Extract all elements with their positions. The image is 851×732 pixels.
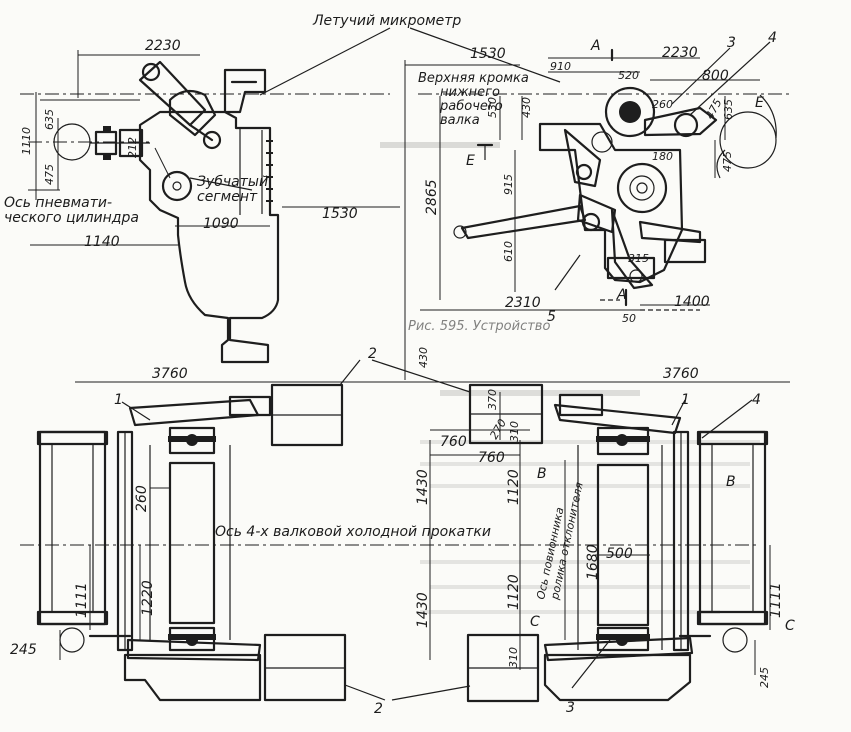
dim-800: 800 (702, 68, 729, 84)
dim-270: 270 (487, 417, 509, 442)
section-B-right: B (726, 474, 736, 490)
dim-2230-left: 2230 (145, 38, 181, 54)
dim-2310: 2310 (505, 295, 541, 311)
dim-1120-lower: 1120 (506, 574, 522, 610)
dim-610: 610 (502, 241, 515, 262)
roll-edge-label-4: валка (440, 113, 480, 128)
bottom-plan-view (20, 383, 769, 703)
flying-micrometer-label: Летучий микрометр (312, 13, 461, 29)
ref-3-bottom: 3 (566, 700, 575, 716)
dim-2865: 2865 (424, 179, 440, 215)
dim-430-top: 430 (520, 97, 533, 118)
ref-2-top: 2 (368, 346, 377, 362)
pneumatic-axis-label-2: ческого цилиндра (4, 210, 139, 226)
ref-3-top: 3 (727, 35, 736, 51)
ref-2-bottom: 2 (374, 701, 383, 717)
dim-212: 212 (126, 137, 139, 158)
dim-1430-lower: 1430 (415, 592, 431, 628)
dim-1400: 1400 (674, 294, 710, 310)
dim-1430-upper: 1430 (415, 469, 431, 505)
dim-260-top: 260 (652, 98, 673, 111)
dim-310: 310 (508, 421, 521, 442)
dim-760-a: 760 (440, 434, 467, 450)
dim-520: 520 (618, 69, 639, 82)
gear-segment-label-2: сегмент (197, 189, 258, 205)
section-A-bottom: A (616, 287, 627, 303)
dimension-lines (28, 50, 790, 675)
dim-260-bottom: 260 (134, 485, 150, 512)
dimension-texts: 2230 1110 635 475 212 1530 1090 1140 153… (10, 38, 784, 688)
section-C-left: C (530, 614, 540, 630)
ref-5: 5 (547, 309, 556, 325)
dim-1090: 1090 (203, 216, 239, 232)
roll-axis-label: Ось 4-х валковой холодной прокатки (215, 524, 491, 540)
section-B-left: B (537, 466, 547, 482)
dim-1530-mid: 1530 (322, 206, 358, 222)
dim-1140: 1140 (84, 234, 120, 250)
dim-635-right: 635 (722, 99, 735, 120)
figure-caption: Рис. 595. Устройство (408, 319, 550, 334)
dim-50: 50 (622, 312, 636, 325)
roll-edge-label-2: нижнего (440, 85, 500, 100)
ref-1-left: 1 (114, 392, 123, 408)
ref-4-right: 4 (752, 392, 761, 408)
dim-1680: 1680 (585, 544, 601, 580)
dim-1530-top: 1530 (470, 46, 506, 62)
dim-1120-upper: 1120 (506, 469, 522, 505)
dim-2230-right: 2230 (662, 45, 698, 61)
dim-3760-left: 3760 (152, 366, 188, 382)
dim-3760-right: 3760 (663, 366, 699, 382)
dim-1111-right: 1111 (768, 582, 784, 618)
dim-370: 370 (486, 389, 499, 410)
dim-315: 315 (628, 252, 649, 265)
dim-475-right: 475 (721, 151, 734, 172)
section-E-right: E (755, 95, 764, 111)
leader-lines (121, 27, 771, 701)
dim-760-b: 760 (478, 450, 505, 466)
dim-430-mid: 430 (417, 347, 430, 368)
ref-1-right: 1 (681, 392, 690, 408)
dim-245-left: 245 (10, 642, 37, 658)
section-E-left: E (466, 153, 475, 169)
dim-915: 915 (502, 174, 515, 195)
dim-475-left: 475 (43, 164, 56, 185)
top-left-side-view (20, 60, 390, 364)
dim-310-lower: 310 (507, 647, 520, 668)
dim-245-right: 245 (758, 667, 771, 688)
pneumatic-axis-label-1: Ось пневмати- (4, 195, 112, 211)
roll-edge-label-1: Верхняя кромка (418, 71, 529, 86)
dim-1220: 1220 (140, 580, 156, 616)
top-right-side-view (418, 48, 790, 311)
section-C-right: C (785, 618, 795, 634)
ref-4-top: 4 (768, 30, 777, 46)
reference-marks: 1 1 2 2 2 3 3 4 4 5 A A B B C C E E (114, 30, 795, 717)
section-A-top: A (590, 38, 601, 54)
dim-500: 500 (606, 546, 633, 562)
dim-635-left: 635 (43, 109, 56, 130)
roll-edge-label-3: рабочего (439, 99, 503, 114)
dim-1110: 1110 (20, 127, 33, 155)
gear-segment-label-1: Зубчатый (197, 174, 268, 190)
dim-910: 910 (550, 60, 571, 73)
dim-530: 530 (486, 97, 499, 118)
dim-180: 180 (652, 150, 673, 163)
dim-1111-left: 1111 (74, 582, 90, 618)
